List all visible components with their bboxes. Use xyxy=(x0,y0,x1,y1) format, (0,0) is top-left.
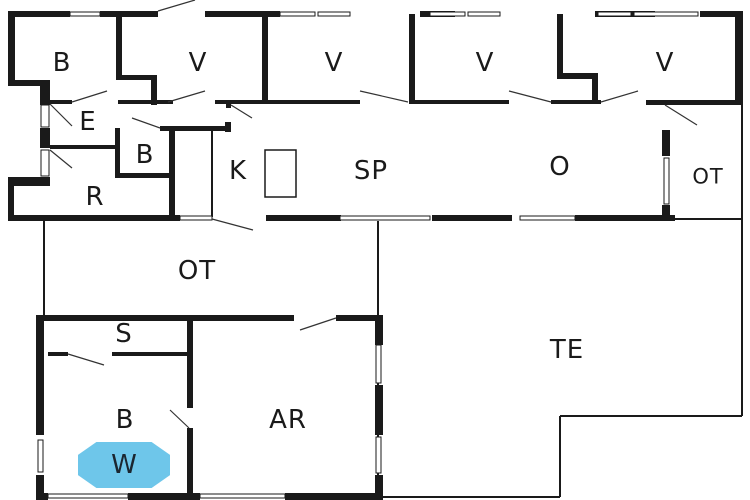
room-label-kitchen: K xyxy=(228,156,248,186)
room-label-bath-small: B xyxy=(135,140,155,170)
room-label-v3: V xyxy=(475,48,495,78)
room-label-sp: SP xyxy=(353,156,389,186)
walls xyxy=(8,11,743,500)
room-label-entry: E xyxy=(79,107,97,137)
room-label-s: S xyxy=(115,319,133,349)
room-label-v1: V xyxy=(188,48,208,78)
room-label-o: O xyxy=(549,152,571,182)
room-label-bedroom-top: B xyxy=(52,48,72,78)
room-label-ot-mid: OT xyxy=(177,256,217,286)
room-label-v2: V xyxy=(324,48,344,78)
w-badge-label: W xyxy=(111,450,137,480)
room-label-r: R xyxy=(85,182,105,212)
room-label-bath-lower: B xyxy=(115,405,135,435)
room-label-ar: AR xyxy=(269,405,307,435)
room-label-te: TE xyxy=(549,335,585,365)
room-label-ot-right: OT xyxy=(692,164,724,189)
windows xyxy=(37,11,699,499)
w-badge: W xyxy=(78,442,170,488)
door-swings xyxy=(49,0,698,429)
room-label-v4: V xyxy=(655,48,675,78)
